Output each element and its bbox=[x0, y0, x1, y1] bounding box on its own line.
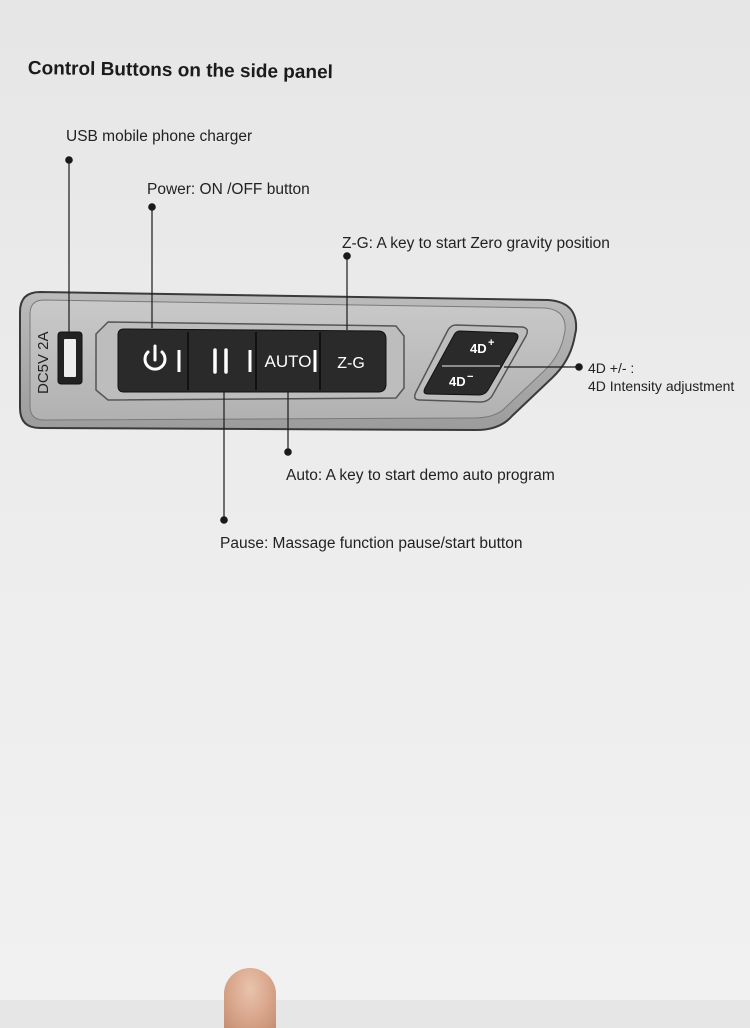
auto-callout-dot bbox=[284, 448, 292, 456]
intensity-callout-dot bbox=[575, 363, 583, 371]
intensity-label: 4D +/- : 4D Intensity adjustment bbox=[588, 359, 734, 395]
power-icon bbox=[143, 344, 167, 371]
power-button[interactable] bbox=[124, 333, 186, 389]
intensity-minus-button[interactable]: 4D − bbox=[438, 369, 484, 393]
usb-port-slot bbox=[64, 339, 76, 377]
intensity-minus-label: 4D bbox=[449, 374, 466, 389]
pause-button[interactable] bbox=[190, 333, 254, 389]
intensity-label-line1: 4D +/- : bbox=[588, 360, 635, 376]
zero-gravity-callout-dot bbox=[343, 252, 351, 260]
usb-callout-dot bbox=[65, 156, 73, 164]
zero-gravity-button-label: Z-G bbox=[337, 355, 365, 372]
port-rating-text: DC5V 2A bbox=[35, 331, 52, 394]
manual-page: Control Buttons on the side panel USB mo… bbox=[19, 58, 734, 1028]
intensity-plus-label: 4D bbox=[470, 341, 487, 356]
auto-label: Auto: A key to start demo auto program bbox=[286, 467, 555, 484]
power-callout-dot bbox=[148, 203, 156, 211]
callout-lines bbox=[65, 156, 583, 524]
auto-button-label: AUTO bbox=[265, 352, 312, 371]
power-label: Power: ON /OFF button bbox=[147, 181, 310, 198]
minus-icon: − bbox=[467, 371, 473, 383]
finger-thumb bbox=[224, 968, 276, 1028]
intensity-label-line2: 4D Intensity adjustment bbox=[588, 378, 735, 394]
auto-button[interactable]: AUTO bbox=[258, 333, 318, 389]
intensity-plus-button[interactable]: 4D + bbox=[462, 334, 508, 362]
pause-label: Pause: Massage function pause/start butt… bbox=[220, 535, 523, 552]
side-panel-diagram: DC5V 2A AUTO bbox=[19, 156, 583, 524]
pause-callout-dot bbox=[220, 516, 228, 524]
plus-icon: + bbox=[488, 337, 494, 349]
zero-gravity-button[interactable]: Z-G bbox=[322, 333, 382, 389]
pause-icon bbox=[213, 348, 228, 374]
zero-gravity-label: Z-G: A key to start Zero gravity positio… bbox=[342, 235, 610, 252]
usb-charger-label: USB mobile phone charger bbox=[66, 128, 253, 145]
intensity-control bbox=[423, 330, 519, 396]
